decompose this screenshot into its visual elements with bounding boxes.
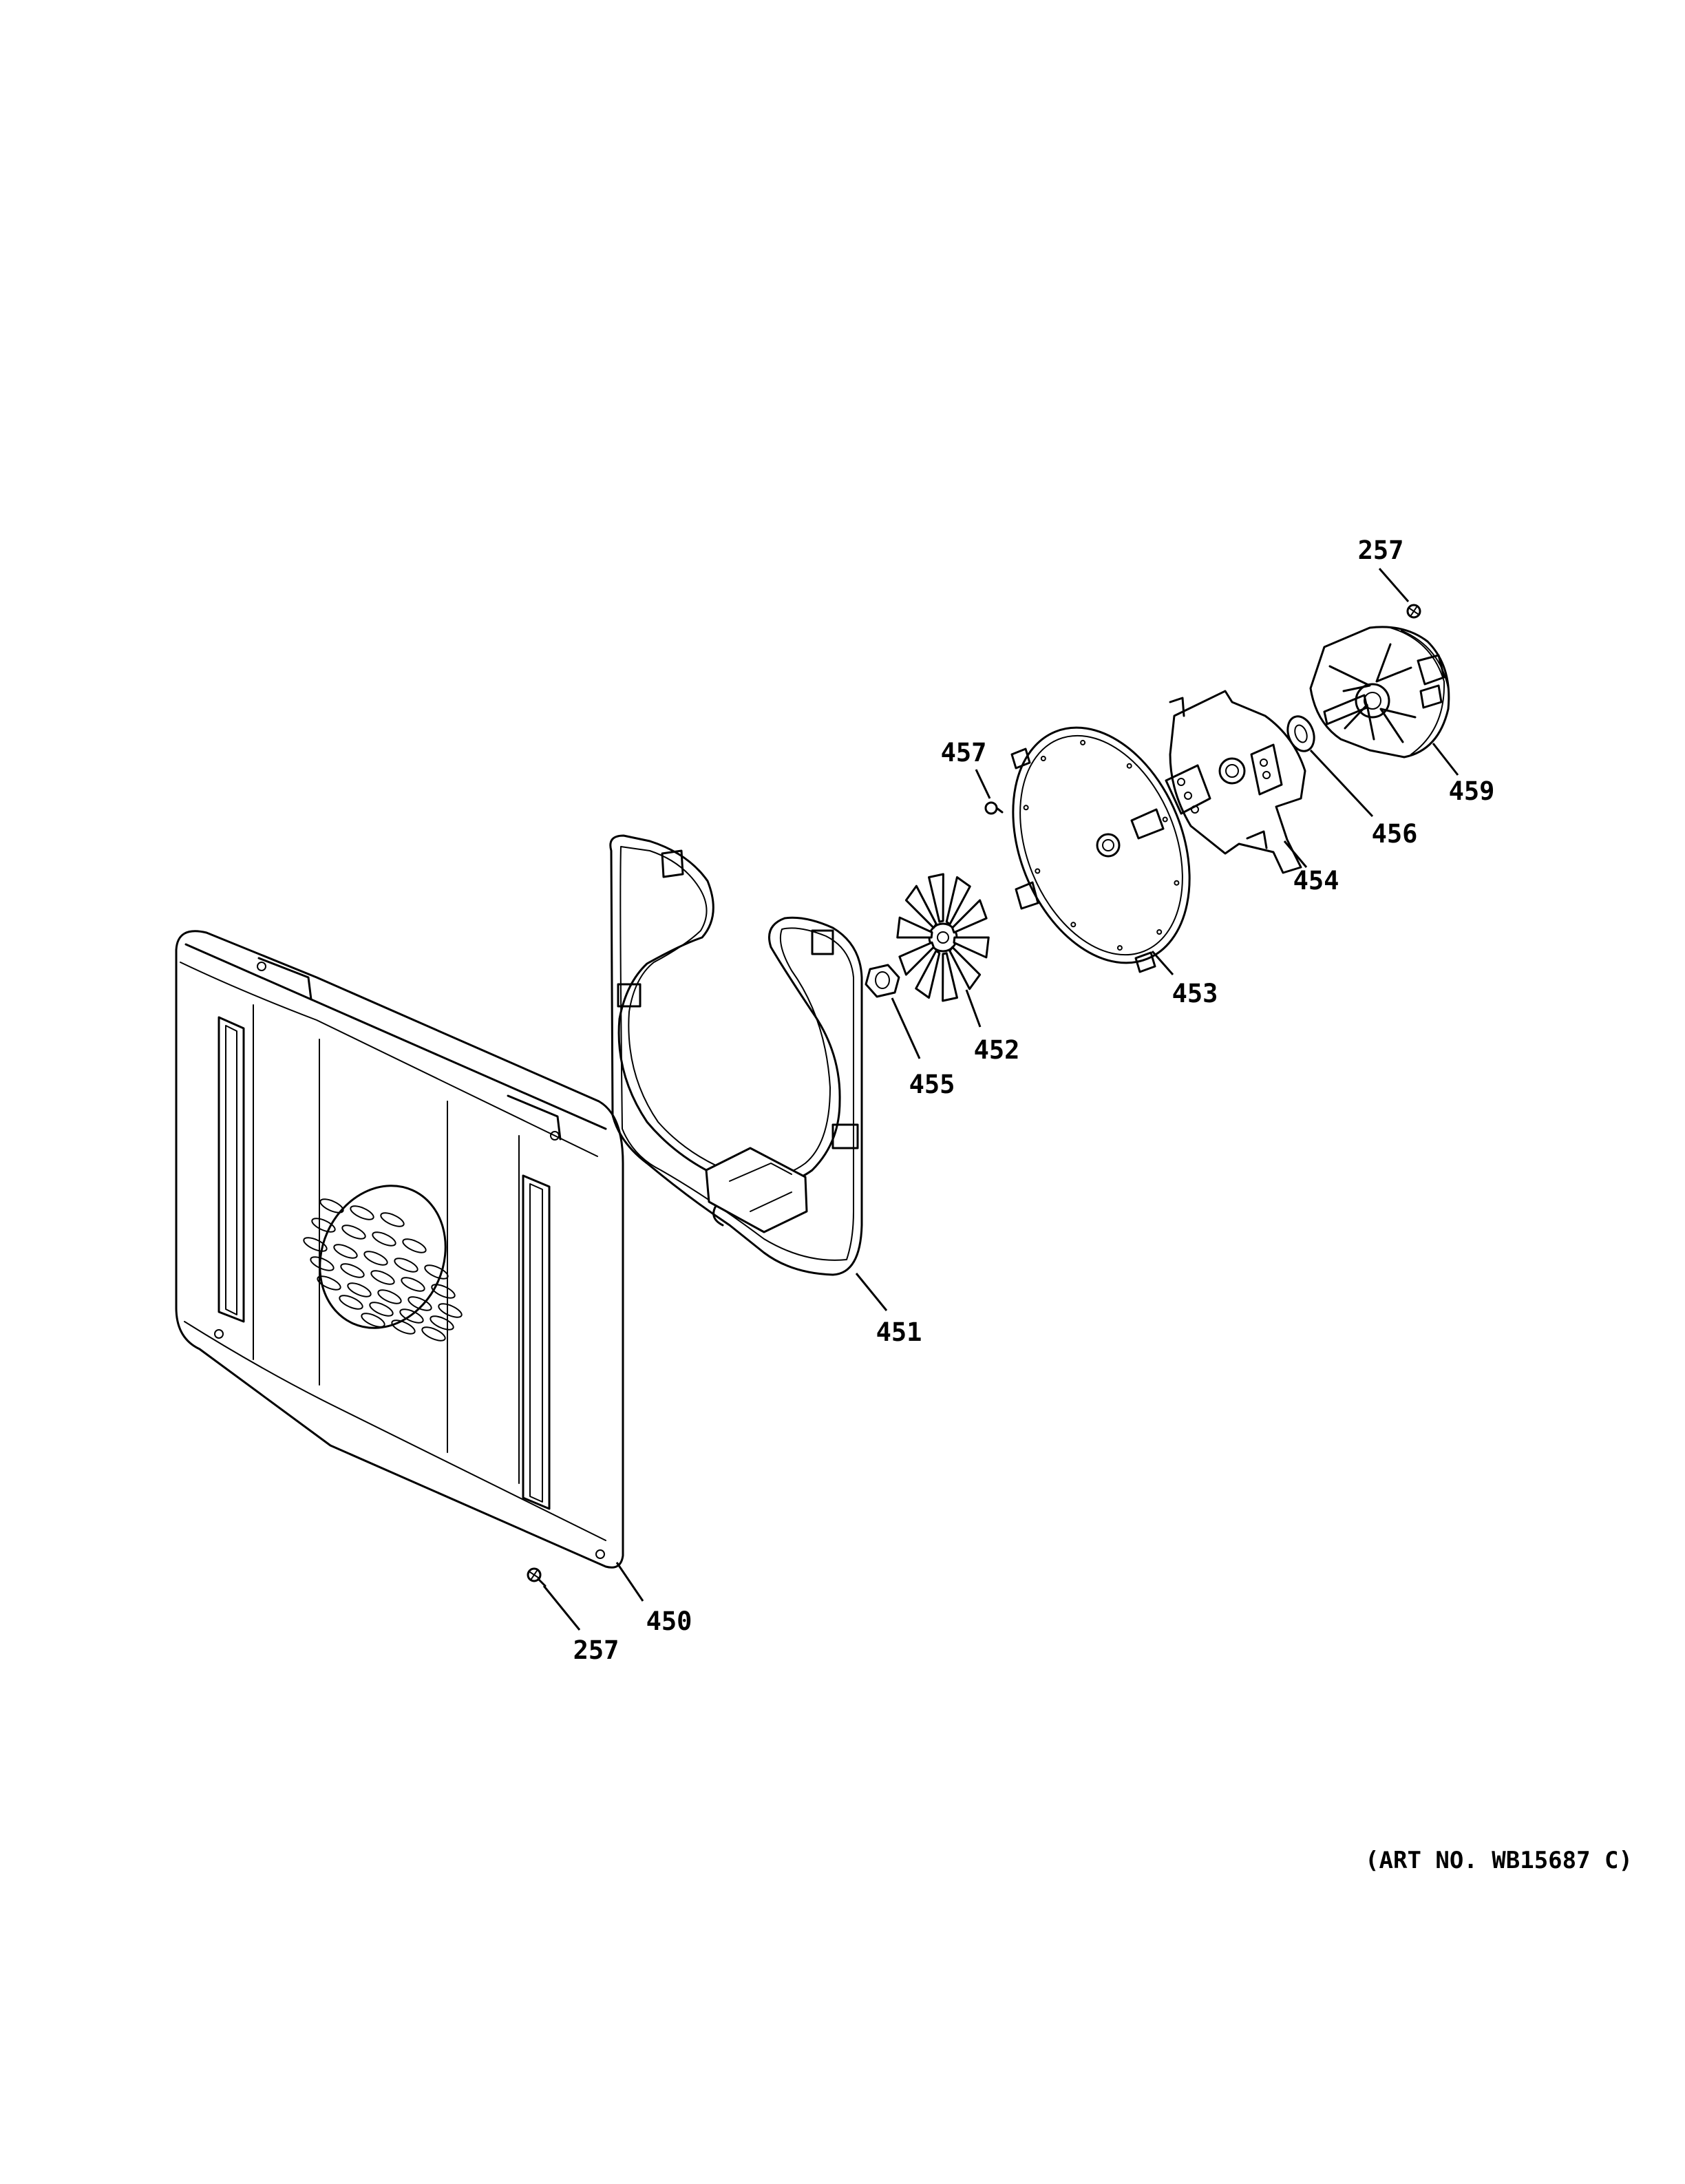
callout-454: 454	[1293, 866, 1339, 895]
callout-257-bottom: 257	[573, 1635, 619, 1665]
callout-451: 451	[876, 1317, 922, 1347]
fan-nut	[865, 964, 900, 998]
callout-459: 459	[1449, 776, 1495, 806]
callout-450: 450	[646, 1607, 692, 1636]
leader-lines	[542, 568, 1459, 1631]
callout-455: 455	[909, 1070, 955, 1099]
convection-element	[609, 834, 863, 1276]
callout-456: 456	[1372, 819, 1418, 849]
callout-457: 457	[941, 738, 987, 767]
fan-blade	[896, 873, 990, 1002]
screw-bottom	[527, 1567, 547, 1587]
baffle-plate	[1010, 726, 1191, 973]
small-screw	[984, 801, 1004, 815]
callout-452: 452	[974, 1035, 1020, 1065]
convection-motor	[1309, 626, 1450, 759]
convection-cover-panel	[175, 930, 624, 1569]
callout-257-top: 257	[1358, 536, 1404, 565]
vent-grille	[303, 1185, 463, 1342]
callout-labels: 257 459 456 454 453 452 455 457 451 450 …	[573, 536, 1633, 1874]
art-number: (ART NO. WB15687 C)	[1365, 1847, 1633, 1874]
callout-453: 453	[1172, 979, 1218, 1008]
washer	[1286, 715, 1315, 752]
screw-top	[1406, 604, 1421, 619]
